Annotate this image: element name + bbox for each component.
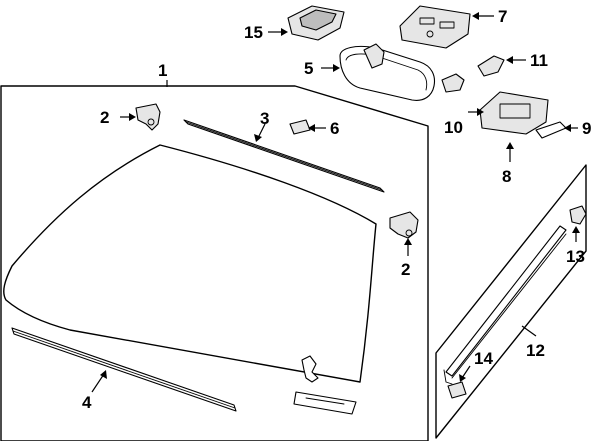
mount-base-slot-2 (439, 21, 455, 29)
mount-base (399, 5, 471, 49)
callout-5: 5 (304, 59, 313, 78)
callout-7: 7 (498, 7, 507, 26)
adhesive-pad (289, 119, 311, 135)
lower-molding-edge (12, 330, 236, 409)
mount-bracket-upper-hole (147, 118, 155, 126)
callout-12: 12 (526, 341, 545, 360)
callout-2-lower: 2 (401, 260, 410, 279)
vin-label-line (305, 397, 345, 405)
sensor-cap (441, 73, 465, 93)
side-molding-strip (445, 225, 567, 377)
sensor-bracket (479, 91, 549, 135)
mount-bracket-upper (135, 103, 161, 131)
windshield-assembly-panel (0, 85, 429, 441)
side-molding-strip-inner (451, 233, 567, 379)
windshield-glass (3, 144, 377, 383)
callout-8: 8 (502, 167, 511, 186)
mount-bracket-lower-hole (405, 229, 413, 237)
callout-6: 6 (330, 119, 339, 138)
callout-9: 9 (582, 119, 591, 138)
mirror-cover-top (299, 9, 337, 31)
callout-4: 4 (82, 393, 92, 412)
vin-label-plate (293, 391, 357, 415)
callout-13: 13 (566, 247, 585, 266)
side-clip-lower (447, 381, 467, 399)
leaders (91, 12, 580, 393)
callout-10: 10 (444, 118, 463, 137)
callout-2-upper: 2 (100, 108, 109, 127)
mount-base-hole (426, 30, 434, 38)
side-molding-panel (435, 164, 587, 439)
callout-15: 15 (244, 23, 263, 42)
mirror-stem (363, 43, 385, 69)
rear-view-mirror-glass (345, 53, 428, 91)
mount-bracket-lower (389, 211, 419, 239)
sensor-bracket-window (499, 103, 531, 119)
callout-11: 11 (530, 51, 548, 70)
mount-base-slot-1 (419, 17, 435, 25)
clip-pin (301, 355, 319, 383)
callout-3: 3 (260, 109, 269, 128)
callout-1: 1 (158, 61, 167, 80)
rear-view-mirror (339, 45, 436, 101)
callout-14: 14 (474, 349, 493, 368)
upper-molding-edge (185, 121, 383, 191)
side-clip-lower-hook (443, 369, 453, 385)
side-clip-upper (569, 205, 587, 225)
sensor-cover (477, 55, 505, 77)
